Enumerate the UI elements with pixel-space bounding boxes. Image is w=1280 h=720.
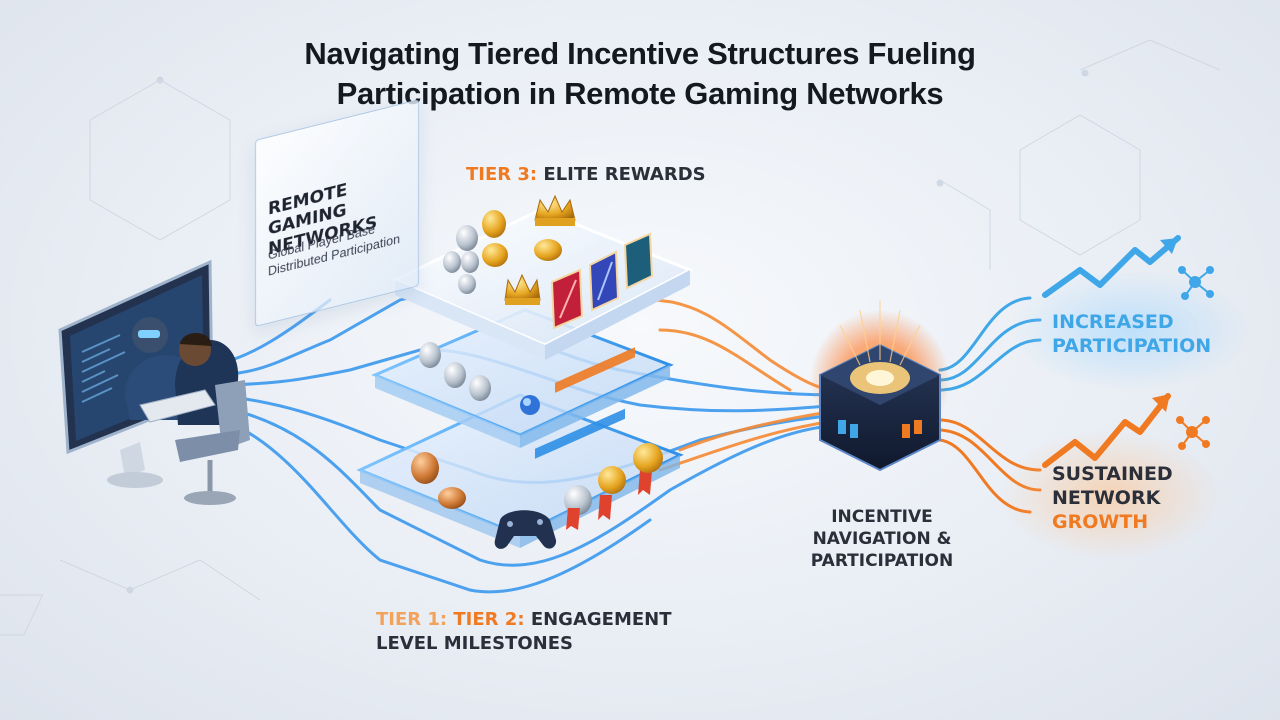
trend-arrow-icon-orange — [1042, 393, 1171, 468]
hub-line1: INCENTIVE — [831, 507, 933, 527]
tier1-prefix: TIER 1: — [376, 609, 448, 630]
trend-arrow-icon-blue — [1042, 235, 1181, 298]
tier2-prefix: TIER 2: — [453, 609, 525, 630]
gamepad-icon — [494, 510, 557, 549]
tier12-label: TIER 1: TIER 2: ENGAGEMENT LEVEL MILESTO… — [376, 608, 672, 656]
increased-line1: INCREASED — [1052, 311, 1174, 333]
tier-platforms — [356, 208, 694, 548]
increased-participation-label: INCREASED PARTICIPATION — [1052, 310, 1211, 358]
tier3-prefix: TIER 3: — [466, 164, 538, 185]
sustained-growth-label: SUSTAINED NETWORK GROWTH — [1052, 462, 1173, 534]
sustained-line2: NETWORK — [1052, 487, 1161, 509]
coin-icon — [411, 210, 592, 515]
network-node-icon-orange — [1176, 416, 1210, 450]
tier12-line1: ENGAGEMENT — [530, 609, 672, 630]
page-title-line2: Participation in Remote Gaming Networks — [336, 76, 944, 111]
crown-icon — [504, 194, 576, 305]
background-network-lines — [0, 39, 1221, 636]
sustained-line3: GROWTH — [1052, 511, 1149, 533]
sustained-line1: SUSTAINED — [1052, 463, 1173, 485]
hub-line2: NAVIGATION & — [812, 529, 952, 549]
tier3-label: TIER 3: ELITE REWARDS — [466, 164, 706, 185]
tier3-name: ELITE REWARDS — [543, 164, 706, 185]
gamer-icon — [125, 317, 250, 505]
blue-orb-icon — [520, 395, 540, 415]
page-title-line1: Navigating Tiered Incentive Structures F… — [304, 36, 976, 71]
increased-line2: PARTICIPATION — [1052, 335, 1212, 357]
medal-icon — [566, 443, 663, 530]
hub-label: INCENTIVE NAVIGATION & PARTICIPATION — [792, 506, 972, 572]
hub-chip-icon — [810, 300, 950, 472]
hub-line3: PARTICIPATION — [810, 551, 954, 571]
tier12-line2: LEVEL MILESTONES — [376, 633, 573, 654]
network-node-icon-blue — [1178, 266, 1214, 300]
game-card-icon — [550, 232, 654, 330]
